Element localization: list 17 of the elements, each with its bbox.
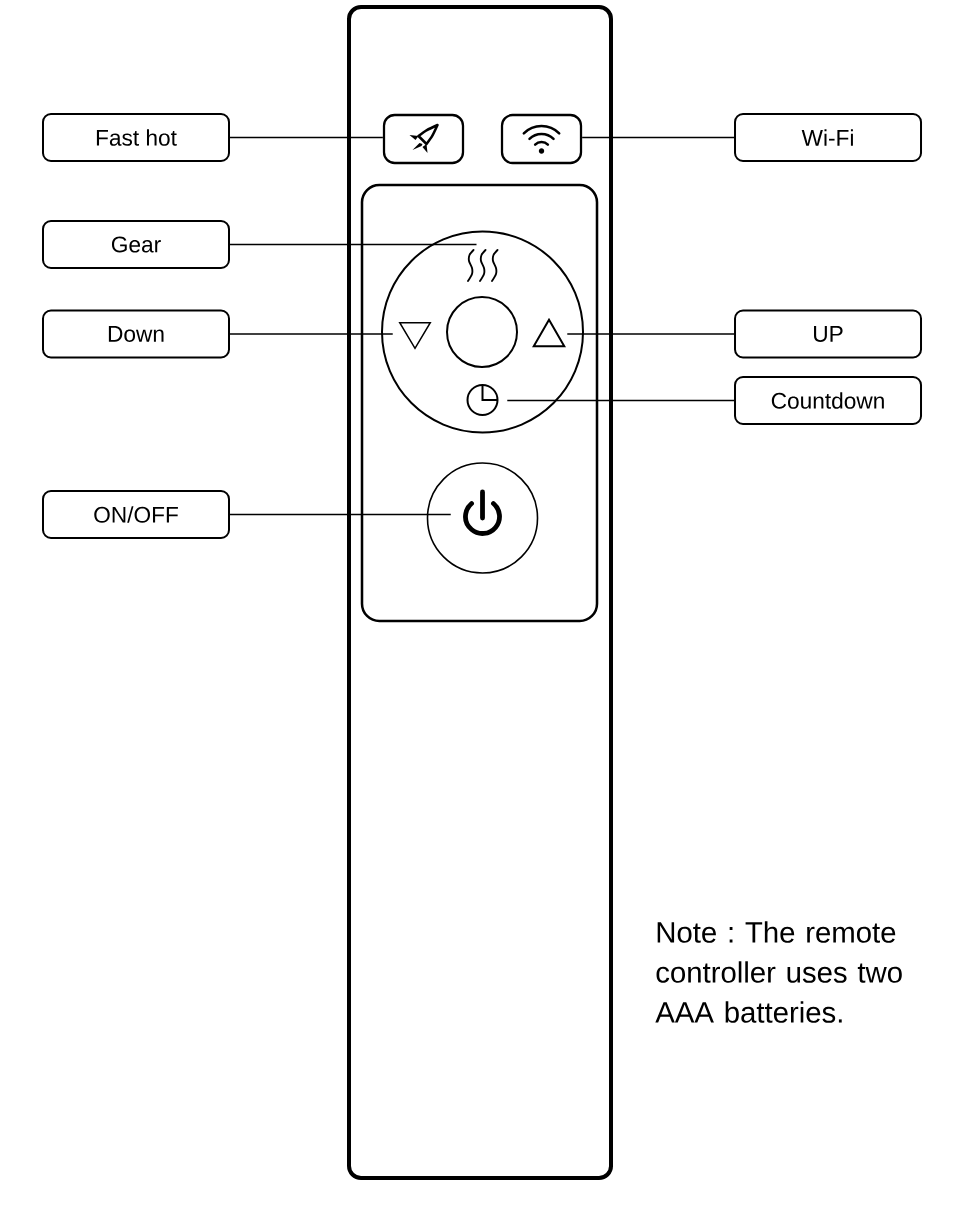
callout-label: Gear (42, 220, 230, 269)
leader-line (229, 333, 394, 335)
callout-label: ON/OFF (42, 490, 230, 539)
leader-line (566, 333, 735, 335)
clock-icon (466, 384, 499, 416)
leader-line (581, 136, 735, 139)
callout-label: Countdown (734, 376, 922, 425)
callout-label: UP (734, 309, 922, 359)
power-icon (463, 489, 502, 536)
leader-line (229, 513, 452, 516)
callout-label: Fast hot (42, 113, 230, 162)
callout-label: Wi-Fi (734, 113, 922, 162)
note-text: Note : The remote controller uses two AAA batteries. (655, 921, 902, 1023)
steam-icon (467, 249, 499, 282)
leader-line (506, 399, 735, 402)
callout-label: Down (42, 309, 230, 359)
leader-line (229, 136, 384, 139)
